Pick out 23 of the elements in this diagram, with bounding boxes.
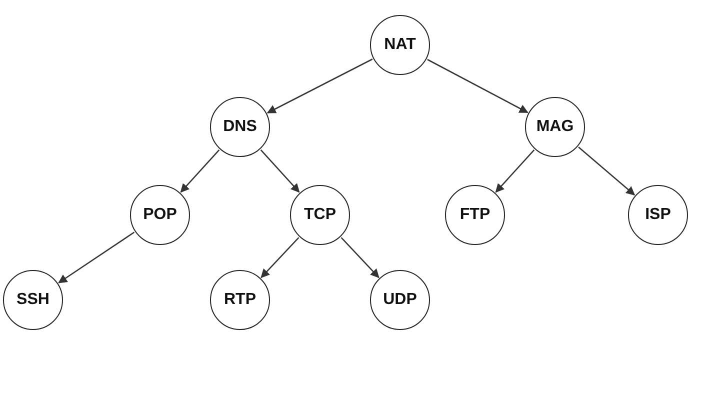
arrow [260,150,300,193]
arrow [260,237,300,278]
node-label: SSH [16,291,50,309]
arrow [180,150,220,193]
arrow [495,150,535,193]
node-label: ISP [645,206,671,224]
arrow [266,58,373,114]
node-label: UDP [383,291,417,309]
arrow [427,58,528,114]
node-circle [210,97,270,157]
arrow [578,146,636,196]
node-label: DNS [223,118,257,136]
node-label: RTP [224,291,256,309]
node-circle [130,185,190,245]
node-circle [525,97,585,157]
arrow [340,237,380,278]
node-circle [290,185,350,245]
node-label: FTP [460,206,490,224]
node-label: TCP [304,206,336,224]
arrow [58,232,135,284]
node-label: MAG [536,118,574,136]
node-label: NAT [384,36,416,54]
node-label: POP [143,206,177,224]
